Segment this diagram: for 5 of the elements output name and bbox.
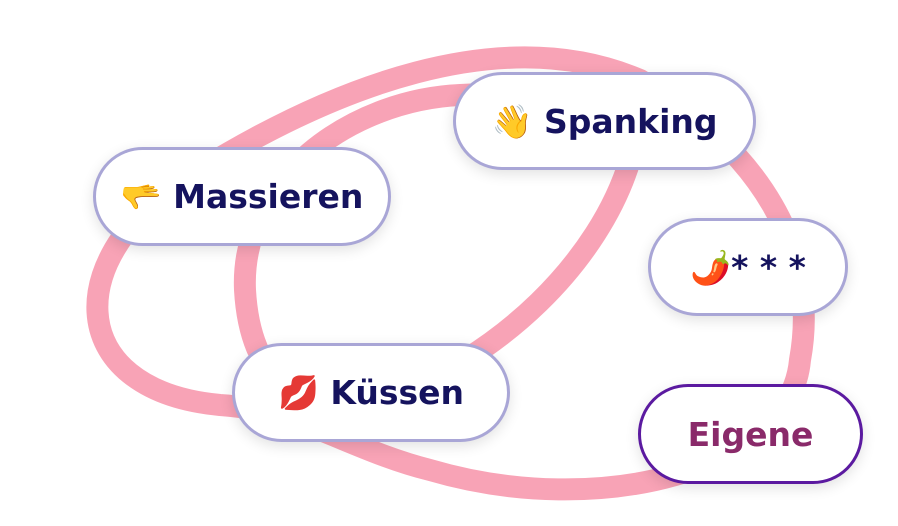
option-label: 🌶* * * [690,248,806,286]
option-label: Eigene [688,414,814,454]
option-label: 💋 Küssen [278,373,464,412]
option-label: 👋 Spanking [491,102,718,140]
option-label: 🫳 Massieren [120,177,364,216]
